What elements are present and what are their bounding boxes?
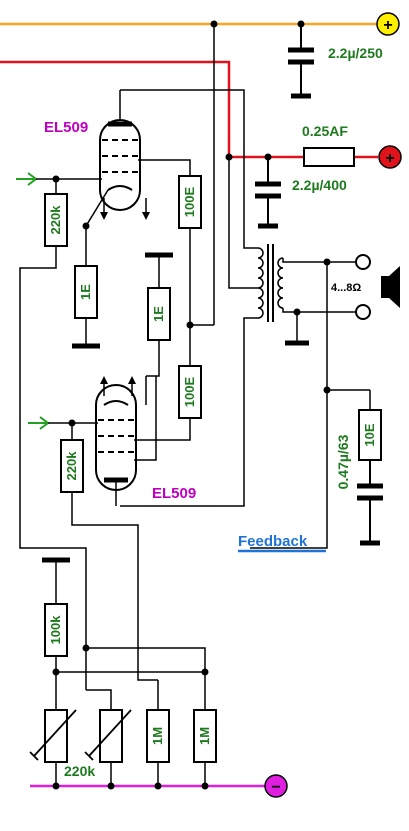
wire [86,647,206,710]
wire [134,418,191,441]
junction [297,20,305,28]
supply-rail-red [0,60,378,159]
wire [146,340,160,377]
terminal-plus-high-label: + [385,150,394,167]
heater-arrow-head [100,376,108,384]
r-1m-a-label: 1M [150,727,165,745]
r-screen-top-label: 100E [182,186,197,217]
terminal-minus-label: − [271,779,280,796]
negative-terminal: − [264,774,288,798]
tube-top-label: EL509 [44,119,88,136]
cap-supply-label: 2.2µ/250 [328,45,383,61]
junction [107,782,115,790]
feedback-label: Feedback [238,533,308,550]
trim-arrow [88,709,132,757]
tube-bottom [95,384,137,491]
wire [282,308,298,343]
potentiometer-bias-a [44,709,68,763]
capacitor-feedback [357,460,383,546]
capacitor-supply [288,24,314,99]
capacitor-hv [255,157,281,229]
trim-arrow [29,751,39,761]
r-grid-bottom-label: 220k [64,451,79,481]
speaker-terminal [355,254,371,270]
wire [250,262,328,549]
tube-bottom-elements [98,400,134,506]
heater-arrow-head [142,212,150,220]
junction [52,782,60,790]
wire [228,157,258,289]
r-1m-b-label: 1M [197,727,212,745]
cap-hv-label: 2.2µ/400 [292,177,347,193]
r-fb-label: 10E [362,423,377,446]
wire [19,246,87,648]
potentiometer-bias-b [99,709,123,763]
positive-terminal-low: + [376,12,400,36]
tube-bottom-label: EL509 [152,485,196,502]
wire [134,376,157,461]
wire [138,159,191,176]
junction [293,308,301,316]
heater-arrow-head [100,212,108,220]
r-bias-label: 100k [48,615,63,645]
junction [52,668,60,676]
positive-terminal-high: + [378,145,402,169]
pot-bias-label: 220k [64,763,95,779]
r-grid-top-label: 220k [48,205,63,235]
wire [86,689,112,710]
junction [201,668,209,676]
heater-arrow-head [128,376,136,384]
wire [120,317,258,507]
wire [282,258,327,263]
r-cath-bottom-label: 1E [151,306,166,322]
fuse-label: 0.25AF [302,123,348,139]
terminal-plus-low-label: + [383,17,392,34]
junction [154,782,162,790]
trim-arrow [33,709,77,757]
input-arrow-icon [28,416,50,430]
trim-arrow [84,751,94,761]
tube-top-elements [102,90,138,191]
junction [186,321,194,329]
r-screen-bottom-label: 100E [182,376,197,407]
wire [71,492,158,681]
output-transformer [257,244,284,322]
speaker-terminal [355,304,371,320]
wire [120,89,258,249]
tube-top [99,119,141,211]
cap-feedback-label: 0.47µ/63 [335,434,351,489]
junction [82,222,90,230]
input-arrow-icon [16,172,38,186]
speaker-icon [381,266,400,308]
fuse [303,147,355,167]
load-label: 4...8Ω [331,282,361,294]
junction [201,782,209,790]
r-cath-top-label: 1E [78,284,93,300]
